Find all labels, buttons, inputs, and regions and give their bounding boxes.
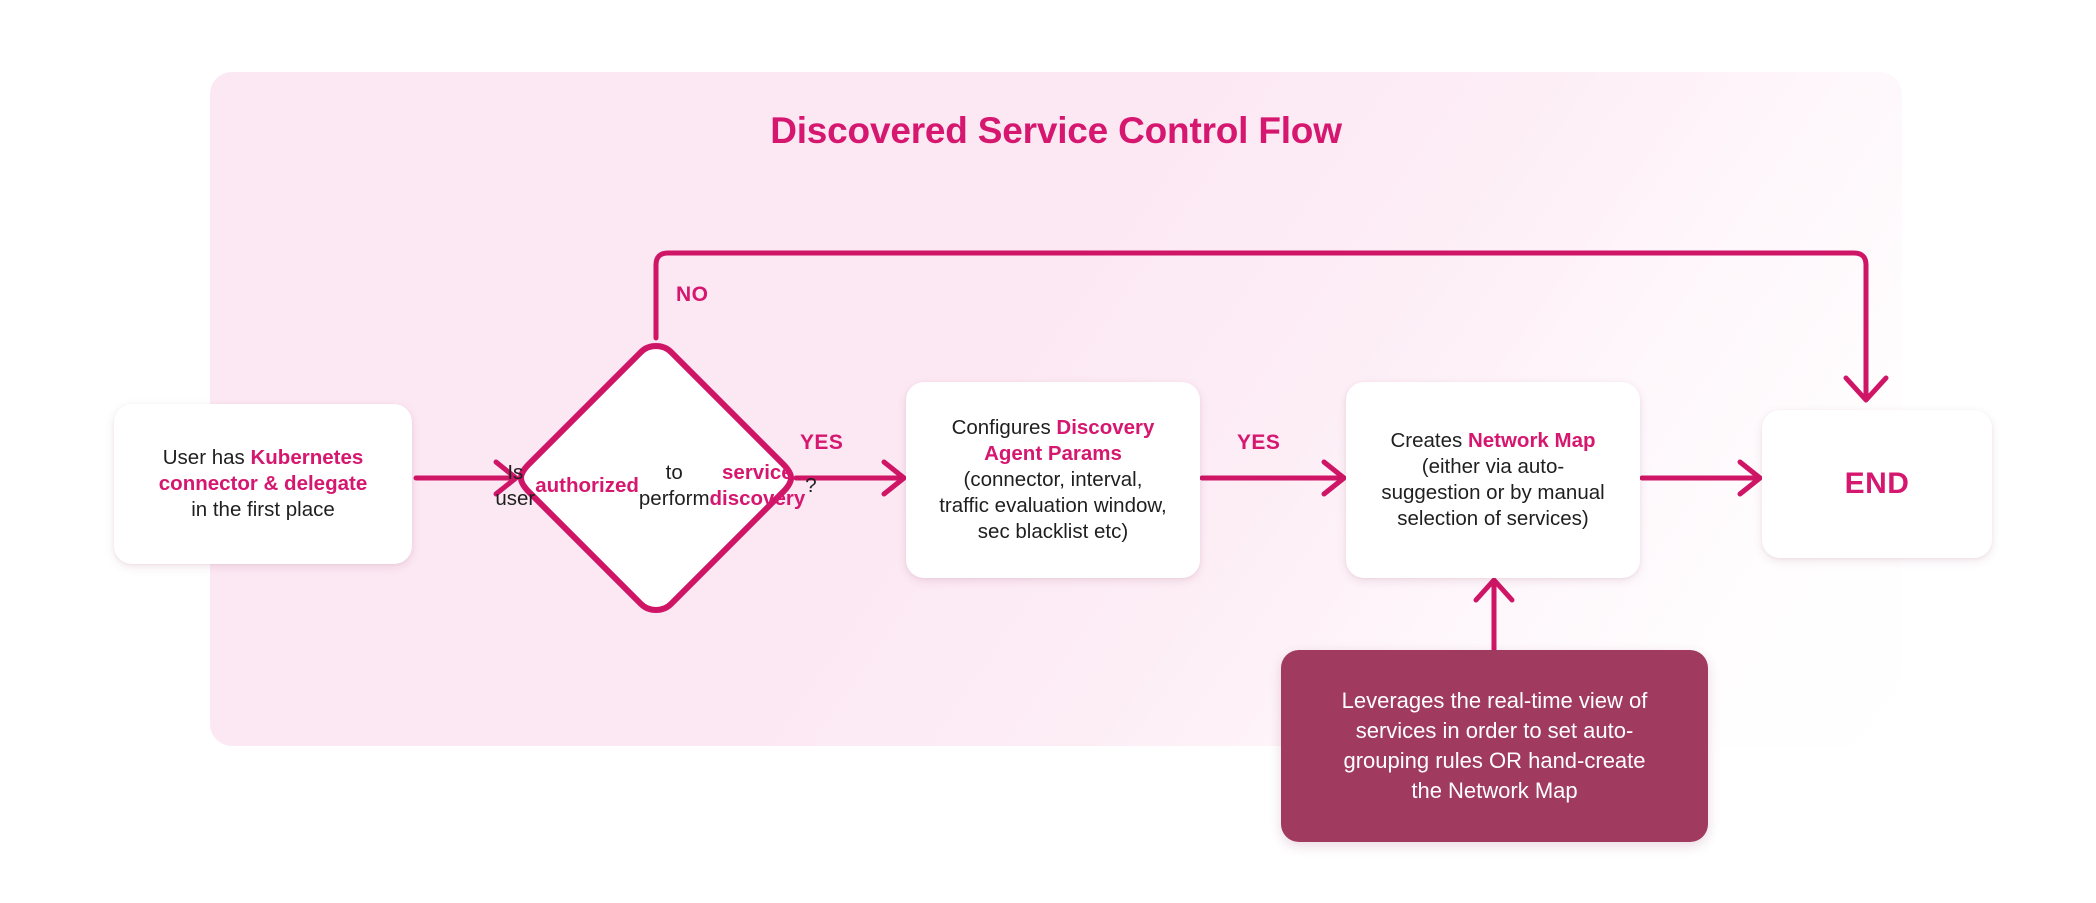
edge-label-no: NO <box>676 283 709 306</box>
node-creates-network-map[interactable]: Creates Network Map(either via auto-sugg… <box>1346 382 1640 578</box>
page-title: Discovered Service Control Flow <box>770 110 1342 151</box>
edge-label-yes-configure: YES <box>1237 431 1281 454</box>
node-end[interactable]: END <box>1762 410 1992 558</box>
node-end-label: END <box>1844 467 1910 500</box>
edge-label-yes-decision: YES <box>800 431 844 454</box>
node-networkmap-text: Creates Network Map(either via auto-sugg… <box>1381 429 1605 530</box>
diamond-shape <box>518 343 794 613</box>
